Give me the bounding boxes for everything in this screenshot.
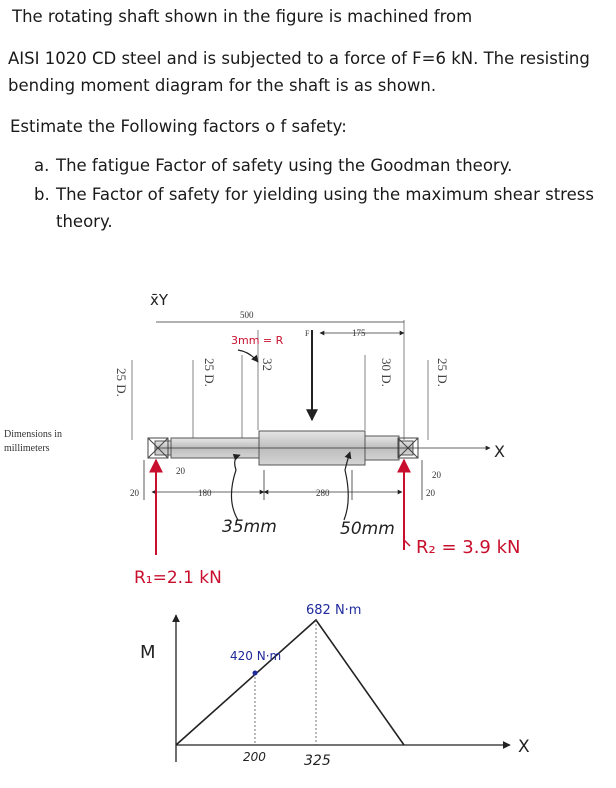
moment-x-label: X (518, 737, 530, 757)
dims-label-2: millimeters (4, 443, 50, 454)
dim-500-label: 500 (240, 310, 254, 320)
dim-175-label: 175 (352, 328, 366, 338)
dia-label-1: 25 D. (114, 368, 129, 397)
tick-325-label: 325 (304, 753, 331, 769)
item-b-text-1: The Factor of safety for yielding using … (56, 185, 594, 204)
force-arrow: F (305, 329, 318, 422)
diameter-labels: 25 D. 25 D. 32 30 D. 25 D. (114, 358, 450, 397)
note-35mm: 35mm (222, 517, 277, 537)
dim-175: 175 (319, 328, 405, 338)
dim-20-right2-label: 20 (426, 488, 436, 498)
item-b-text-2: theory. (56, 212, 113, 231)
problem-line-4: Estimate the Following factors o f safet… (10, 117, 347, 136)
item-b-marker: b. (34, 185, 50, 204)
dia-label-4: 30 D. (379, 358, 394, 387)
dim-180-label: 180 (198, 488, 212, 498)
dia-label-5: 25 D. (435, 358, 450, 387)
moment-axis-label: M (140, 642, 156, 663)
dim-280-label: 280 (316, 488, 330, 498)
mid-moment-label: 420 N·m (230, 649, 281, 663)
problem-line-3: bending moment diagram for the shaft is … (8, 76, 437, 95)
problem-line-1: The rotating shaft shown in the figure i… (12, 7, 473, 26)
xy-note: x̄Y (150, 291, 169, 309)
dia-label-3: 32 (260, 358, 275, 371)
x-axis-label: X (494, 442, 505, 461)
dims-label-1: Dimensions in (4, 429, 62, 440)
r2-label: R₂ = 3.9 kN (416, 537, 520, 558)
tick-200-label: 200 (243, 750, 266, 764)
dim-20-left-label: 20 (176, 466, 186, 476)
note-3mm-r: 3mm = R (231, 334, 284, 347)
dim-20-left2-label: 20 (130, 488, 140, 498)
r1-label: R₁=2.1 kN (134, 568, 222, 588)
problem-line-2: AISI 1020 CD steel and is subjected to a… (8, 49, 590, 68)
dia-label-2: 25 D. (202, 358, 217, 387)
moment-triangle (175, 618, 405, 746)
peak-moment-label: 682 N·m (306, 603, 361, 618)
dim-500: 500 (156, 310, 404, 323)
note-50mm: 50mm (340, 519, 395, 539)
force-label: F (305, 329, 310, 338)
item-a-text: The fatigue Factor of safety using the G… (56, 156, 513, 175)
dim-20-right-label: 20 (432, 470, 442, 480)
item-a-marker: a. (34, 156, 50, 175)
